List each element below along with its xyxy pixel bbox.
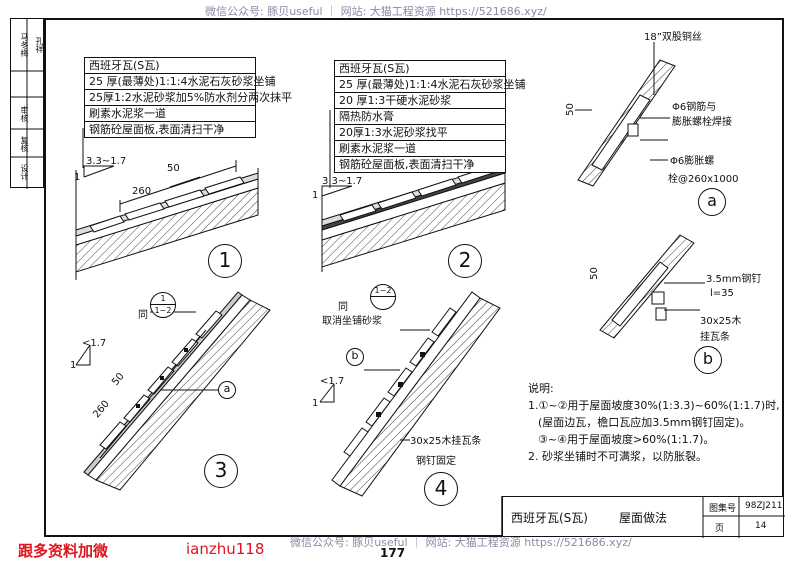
ref-circle: 1 1~2 — [150, 292, 176, 318]
strip-lines — [11, 19, 45, 189]
same-label: 同 — [338, 302, 348, 313]
legend-line: 钢筋砼屋面板,表面清扫干净 — [339, 158, 475, 171]
atlas-label: 图集号 — [709, 504, 737, 514]
same-label: 同 — [138, 310, 148, 321]
detail-3-section — [75, 291, 271, 491]
detail-2-section — [321, 110, 506, 272]
nail-label: 3.5mm钢钉 — [706, 274, 762, 285]
detail-4-section — [319, 291, 501, 497]
slope-label: 3.3~1.7 — [86, 156, 127, 167]
ref-circle: 1~2 — [370, 284, 396, 310]
rebar-label-2: 膨胀螺栓焊接 — [672, 117, 732, 128]
rebar-label-1: Φ6钢筋与 — [672, 102, 717, 113]
detail-a-section — [575, 42, 676, 187]
notes: 说明: 1.①~②用于屋面坡度30%(1:3.3)~60%(1:1.7)时, (… — [528, 380, 780, 465]
watermark-top: 微信公众号: 豚贝useful ｜ 网站: 大猫工程资源 https://521… — [205, 5, 547, 18]
notes-line: 2. 砂浆坐铺时不可满浆，以防胀裂。 — [528, 450, 707, 463]
title-name: 西班牙瓦(S瓦) — [511, 511, 588, 525]
detail-number-1: 1 — [208, 244, 242, 278]
ref-bot — [371, 296, 395, 308]
promo-text-right: ianzhu118 — [186, 540, 265, 558]
title-subject: 屋面做法 — [619, 511, 668, 525]
dim-260: 260 — [132, 186, 152, 197]
tag-a: a — [218, 381, 236, 399]
detail-tag-b: b — [694, 346, 722, 374]
page-label: 页 — [715, 524, 725, 534]
slope-one: 1 — [312, 398, 319, 409]
page-number: 14 — [755, 521, 767, 531]
slope-one: 1 — [312, 190, 319, 201]
strip-cell: 复核 — [20, 136, 29, 152]
dim-50: 50 — [588, 267, 600, 280]
detail-1-legend: 西班牙瓦(S瓦) 25 厚(最薄处)1:1:4水泥石灰砂浆坐铺 25厚1:2水泥… — [84, 57, 292, 138]
bolt-label: Φ6膨胀螺 — [670, 156, 715, 167]
wood-label-1: 30x25木 — [700, 316, 742, 327]
tag-b: b — [346, 348, 364, 366]
footer-page: 177 — [380, 546, 406, 560]
nail-length: l=35 — [710, 288, 734, 299]
ref-bot: 1~2 — [151, 304, 175, 316]
promo-text-left: 跟多资料加微 — [18, 542, 109, 560]
detail-1-section — [75, 128, 259, 280]
slope-label: <1.7 — [320, 376, 345, 387]
notes-line: (屋面边瓦，檐口瓦应加3.5mm钢钉固定)。 — [538, 416, 751, 429]
notes-line: 1.①~②用于屋面坡度30%(1:3.3)~60%(1:1.7)时, — [528, 399, 780, 412]
legend-line: 隔热防水膏 — [335, 109, 505, 125]
legend-line: 25 厚(最薄处)1:1:4水泥石灰砂浆坐铺 — [85, 74, 275, 90]
strip-cell: 审核 — [20, 106, 29, 122]
ref-top: 1~2 — [374, 286, 392, 295]
slope-label: 3.3~1.7 — [322, 176, 363, 187]
watermark-bottom: 微信公众号: 豚贝useful ｜ 网站: 大猫工程资源 https://521… — [290, 536, 632, 549]
copper-wire-label: 18”双股铜丝 — [644, 32, 702, 43]
dim-50: 50 — [167, 163, 180, 174]
legend-line: 25 厚(最薄处)1:1:4水泥石灰砂浆坐铺 — [335, 77, 525, 93]
detail-tag-a: a — [698, 188, 726, 216]
legend-line: 25厚1:2水泥砂浆加5%防水剂分两次抹平 — [85, 90, 292, 106]
legend-line: 刷素水泥浆一道 — [85, 106, 255, 122]
ref-top: 1 — [160, 294, 166, 303]
legend-line: 西班牙瓦(S瓦) — [85, 58, 255, 74]
atlas-number: 98ZJ211 — [745, 501, 783, 511]
slope-one: 1 — [74, 172, 81, 183]
nail-label: 钢钉固定 — [416, 456, 456, 467]
wood-label-2: 挂瓦条 — [700, 332, 730, 343]
slope-label: <1.7 — [82, 338, 107, 349]
legend-line: 西班牙瓦(S瓦) — [335, 61, 505, 77]
strip-cell: 马冬梅 — [20, 33, 29, 57]
slope-one: 1 — [70, 360, 77, 371]
notes-line: ③~④用于屋面坡度>60%(1:1.7)。 — [538, 433, 715, 446]
notes-title: 说明: — [528, 382, 554, 395]
legend-line: 20厚1:3水泥砂浆找平 — [335, 125, 505, 141]
drawing-frame — [44, 18, 784, 537]
title-block: 西班牙瓦(S瓦) 屋面做法 图集号 98ZJ211 页 14 — [502, 496, 785, 538]
legend-line: 钢筋砼屋面板,表面清扫干净 — [89, 123, 225, 136]
batten-label: 30x25木挂瓦条 — [410, 436, 482, 447]
cancel-mortar: 取消坐铺砂浆 — [322, 316, 382, 327]
legend-line: 刷素水泥浆一道 — [335, 141, 505, 157]
left-approval-strip: 马冬梅 孔祥 审核 复核 设计 — [10, 18, 45, 189]
legend-line: 20 厚1:3干硬水泥砂浆 — [335, 93, 505, 109]
detail-number-2: 2 — [448, 244, 482, 278]
detail-2-legend: 西班牙瓦(S瓦) 25 厚(最薄处)1:1:4水泥石灰砂浆坐铺 20 厚1:3干… — [334, 60, 525, 173]
strip-cell: 设计 — [20, 164, 29, 180]
strip-cell: 孔祥 — [35, 37, 44, 53]
detail-number-3: 3 — [204, 454, 238, 488]
detail-number-4: 4 — [424, 472, 458, 506]
title-block-lines — [702, 497, 785, 538]
dim-50: 50 — [564, 103, 576, 116]
detail-b-section — [599, 234, 705, 339]
spacing-label: 栓@260x1000 — [668, 174, 739, 185]
